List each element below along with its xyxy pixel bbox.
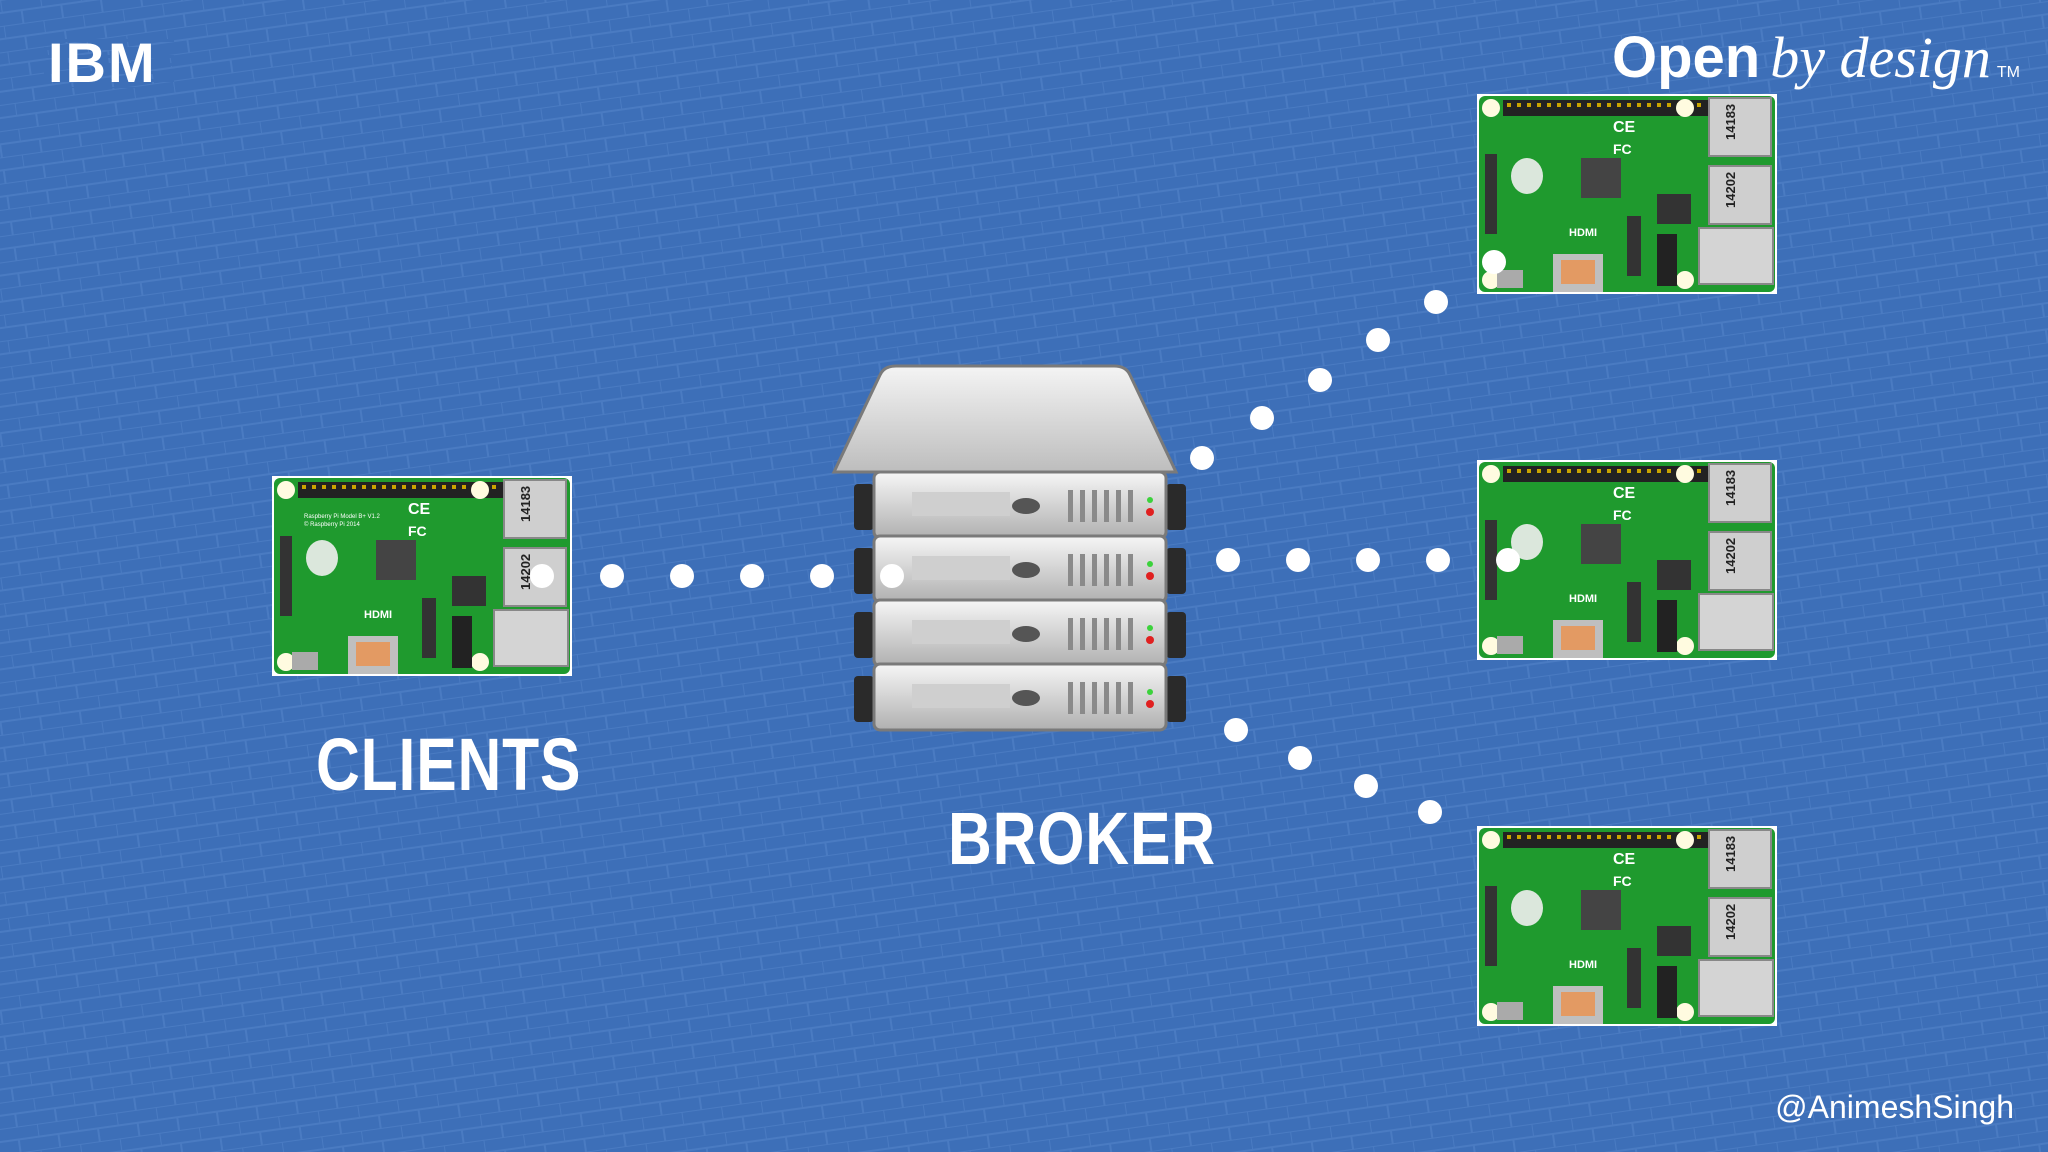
board-ce-label: CE xyxy=(1613,485,1636,502)
board-hdmi-label: HDMI xyxy=(1569,593,1597,605)
broker-server-icon xyxy=(831,364,1186,732)
author-handle: @AnimeshSingh xyxy=(1775,1089,2014,1125)
board-usb1-label: 14183 xyxy=(1723,470,1738,506)
tagline-open: Open xyxy=(1611,25,1761,90)
board-ce-label: CE xyxy=(1613,119,1636,136)
board-usb1-label: 14183 xyxy=(518,486,533,522)
ibm-logo: IBM xyxy=(48,31,157,94)
board-model-label: Raspberry Pi Model B+ V1.2 xyxy=(304,514,381,520)
board-usb2-label: 14202 xyxy=(1723,538,1738,574)
board-hdmi-label: HDMI xyxy=(364,609,392,621)
clients-label: CLIENTS xyxy=(316,723,582,806)
board-usb2-label: 14202 xyxy=(1723,172,1738,208)
client-raspberry-pi: 14183 14202 HDMI CE FC Raspberry Pi Mode… xyxy=(271,475,573,677)
connector-broker-to-top xyxy=(1190,250,1506,470)
board-ce-label: CE xyxy=(408,501,431,518)
board-hdmi-label: HDMI xyxy=(1569,227,1597,239)
subscriber-raspberry-pi-middle: 14183 14202 HDMI CE FC xyxy=(1476,459,1778,661)
connector-client-to-broker xyxy=(530,564,904,588)
subscriber-raspberry-pi-bottom: 14183 14202 HDMI CE FC xyxy=(1476,825,1778,1027)
board-fc-label: FC xyxy=(1613,507,1632,523)
board-copyright-label: © Raspberry Pi 2014 xyxy=(304,521,360,528)
board-usb2-label: 14202 xyxy=(1723,904,1738,940)
connector-broker-to-middle xyxy=(1216,548,1520,572)
tagline-by-design: by design xyxy=(1770,25,1991,90)
connector-broker-to-bottom xyxy=(1224,718,1442,824)
board-hdmi-label: HDMI xyxy=(1569,959,1597,971)
board-fc-label: FC xyxy=(1613,873,1632,889)
board-usb1-label: 14183 xyxy=(1723,836,1738,872)
broker-label: BROKER xyxy=(948,797,1216,880)
board-fc-label: FC xyxy=(408,523,427,539)
ibm-logo-stripes xyxy=(44,34,174,88)
board-usb2-label: 14202 xyxy=(518,554,533,590)
subscriber-raspberry-pi-top: 14183 14202 HDMI CE FC xyxy=(1476,93,1778,295)
board-ce-label: CE xyxy=(1613,851,1636,868)
board-usb1-label: 14183 xyxy=(1723,104,1738,140)
tagline-trademark: TM xyxy=(1996,64,2020,81)
board-fc-label: FC xyxy=(1613,141,1632,157)
